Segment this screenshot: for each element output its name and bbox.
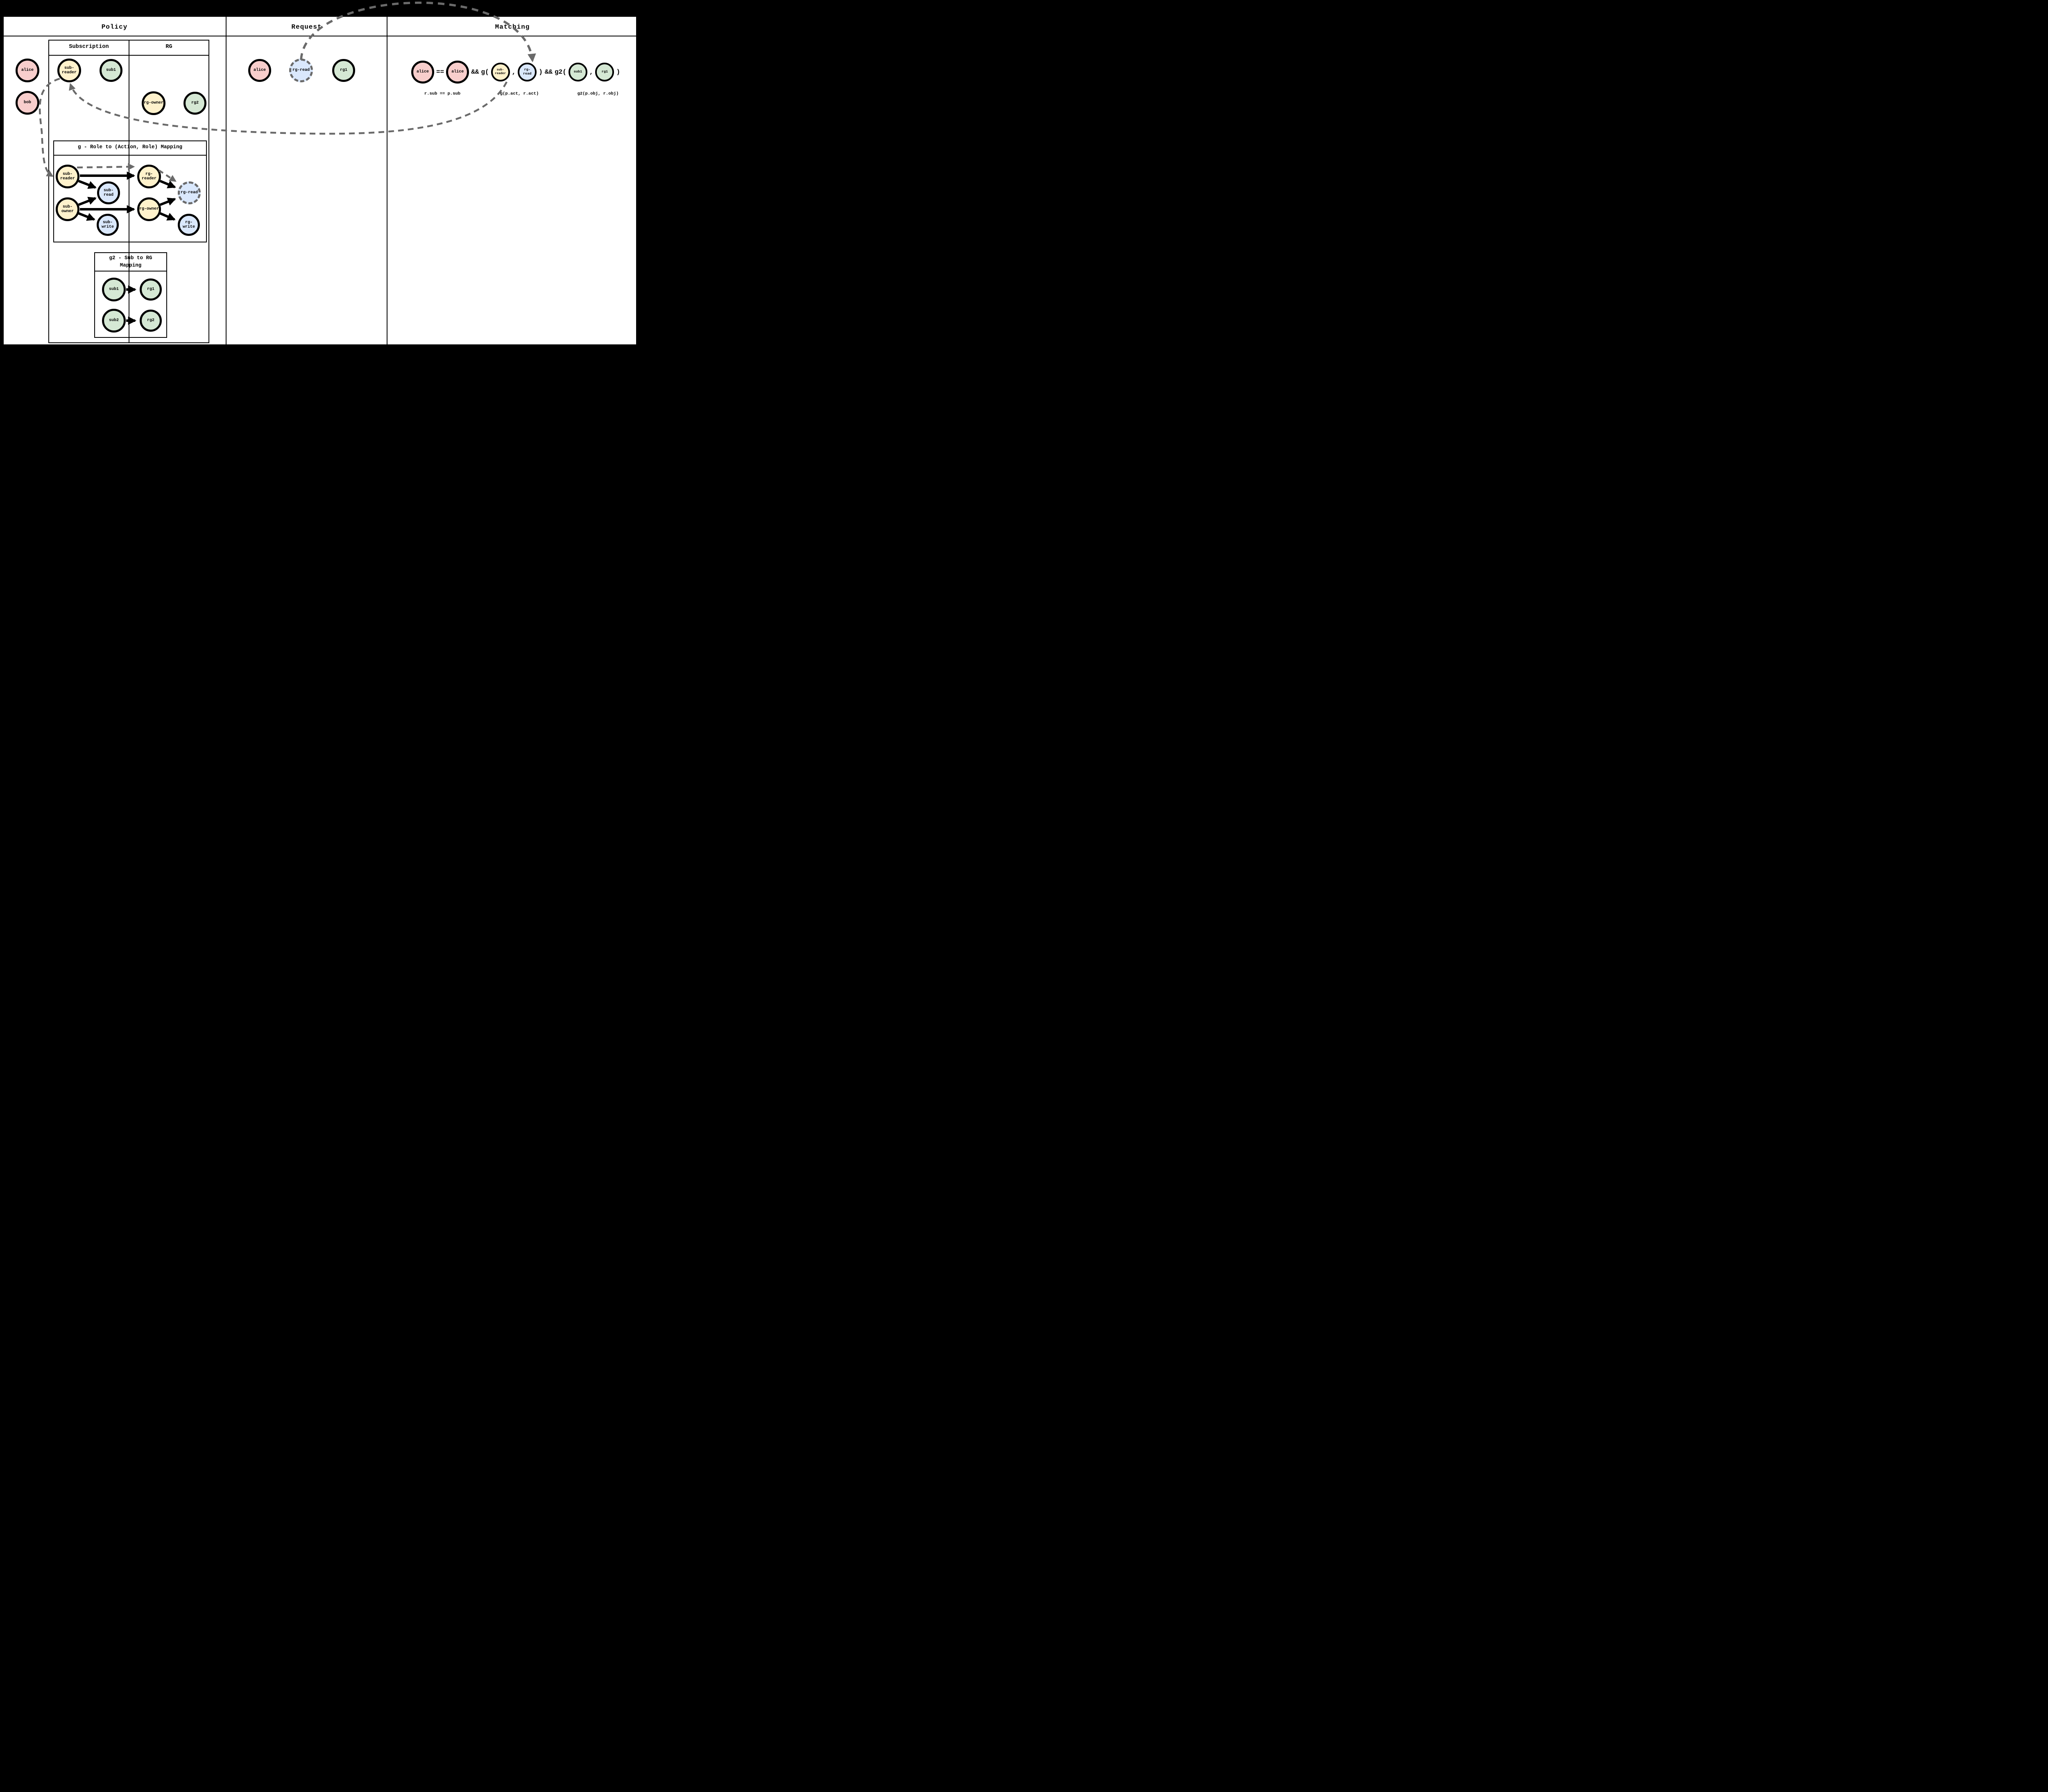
rg-column-header: RG [165,44,172,50]
matching-label-sub: r.sub == p.sub [424,91,461,96]
g-node-rg-write: rg-write [178,214,200,236]
matching-label-act: g(p.act, r.act) [500,91,539,96]
policy-node-alice: alice [16,59,39,82]
g-node-sub-owner: sub- owner [56,197,79,221]
policy-column-title: Policy [101,23,128,31]
g2-mapping-title-separator [94,271,167,272]
g2-node-rg2: rg2 [140,310,162,332]
g2-node-sub2: sub2 [102,309,126,333]
policy-node-sub-reader: sub- reader [57,59,81,82]
g-node-rg-reader: rg- reader [137,165,161,188]
comma-1: , [512,68,516,76]
request-column-title: Request [291,23,322,31]
diagram-canvas: Policy Request Matching Subscription RG … [0,0,642,353]
matching-node-rg-read: rg- read [518,63,537,81]
policy-node-rg2: rg2 [184,92,206,115]
and-operator-1: && [471,68,479,76]
matching-node-sub1: sub1 [568,63,587,81]
request-node-rg-read: rg-read [289,59,313,82]
policy-node-bob: bob [16,91,39,115]
eq-operator: == [436,68,444,76]
g-mapping-box [53,140,207,242]
matching-node-rg1: rg1 [595,63,614,81]
policy-node-sub1: sub1 [100,59,122,82]
matching-label-obj: g2(p.obj, r.obj) [577,91,619,96]
g2-mapping-box [94,252,167,338]
g-function-close: ) [539,68,543,76]
g2-node-rg1: rg1 [140,278,162,301]
g-node-sub-write: sub- write [97,214,119,236]
g2-mapping-title: g2 - Sub to RG Mapping [109,255,152,268]
g-function-open: g( [481,68,489,76]
g2-function-close: ) [616,68,621,76]
g-mapping-title: g - Role to (Action, Role) Mapping [77,144,183,150]
g-mapping-title-separator [53,155,207,156]
matching-node-alice-request: alice [411,61,434,84]
policy-request-divider [226,16,227,346]
matching-node-sub-reader: sub- reader [491,63,510,81]
policy-node-rg-owner: rg-owner [142,91,165,115]
matching-expression: alice == alice && g( sub- reader , rg- r… [411,60,620,84]
g-node-sub-reader: sub- reader [56,165,79,188]
request-node-rg1: rg1 [332,59,355,82]
subscription-column-header: Subscription [69,44,109,50]
g2-node-sub1: sub1 [102,278,126,301]
comma-2: , [589,68,594,76]
policy-table-header-separator [48,55,209,56]
g-node-sub-read: sub-read [97,181,120,204]
g2-function-open: g2( [555,68,566,76]
and-operator-2: && [544,68,553,76]
request-node-alice: alice [248,59,271,82]
g-node-rg-owner: rg-owner [137,197,161,221]
g-node-rg-read: rg-read [178,181,201,204]
matching-node-alice-policy: alice [446,61,469,84]
matching-column-title: Matching [495,23,530,31]
